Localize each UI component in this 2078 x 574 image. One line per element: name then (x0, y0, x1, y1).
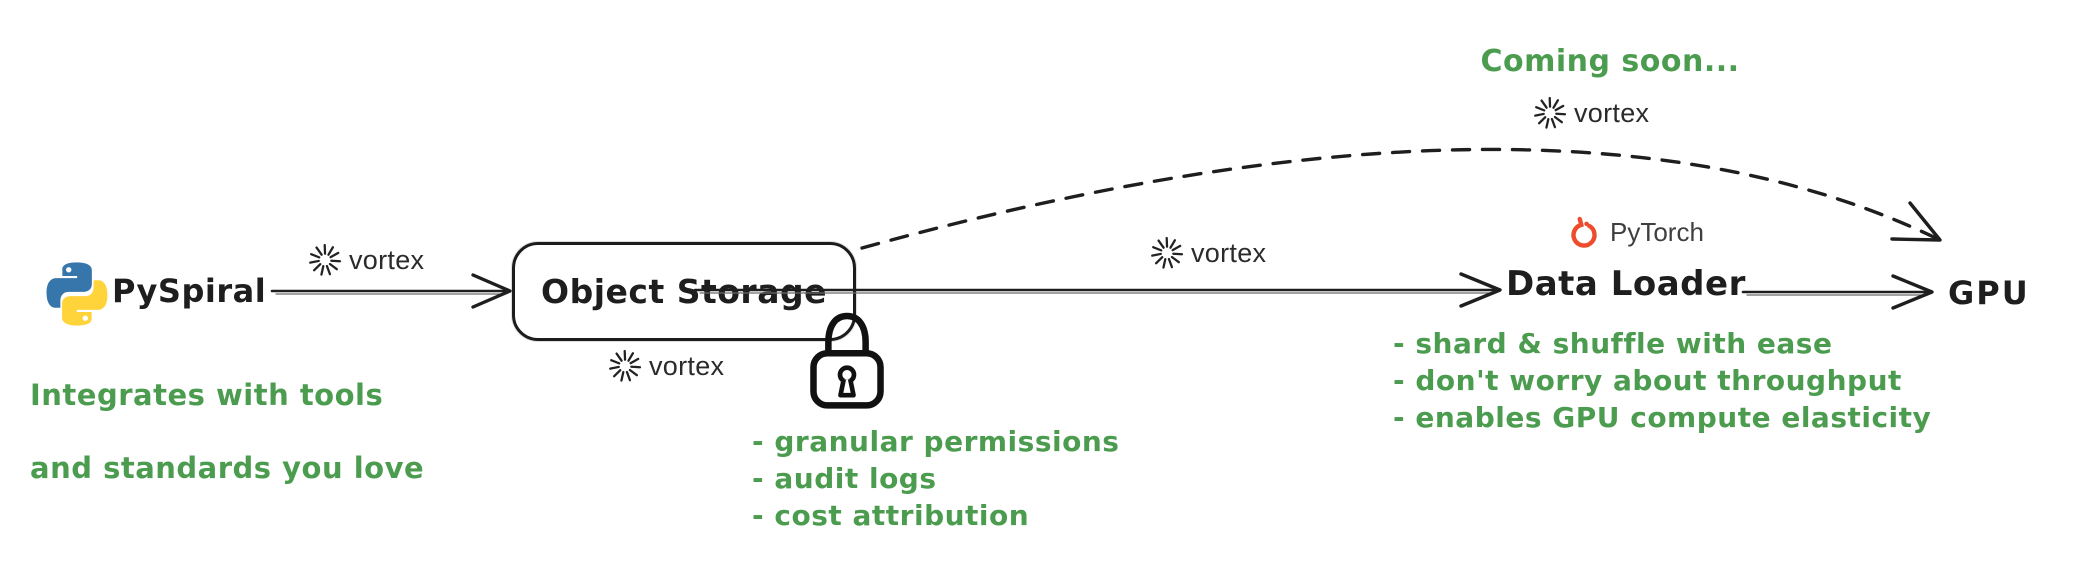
python-icon (46, 262, 108, 326)
storage-feature-list: - granular permissions - audit logs - co… (752, 423, 1119, 535)
pytorch-wordmark: PyTorch (1610, 216, 1704, 247)
storage-feature-2: - audit logs (752, 462, 937, 496)
arrow-dataloader-to-gpu (1741, 274, 1934, 310)
arrow-coming-soon-dashed (860, 147, 1942, 250)
object-storage-label: Object Storage (541, 272, 827, 311)
pyspiral-caption-line1: Integrates with tools (30, 378, 384, 413)
pytorch-brand: PyTorch (1564, 212, 1704, 252)
loader-feature-1: - shard & shuffle with ease (1393, 327, 1833, 360)
vortex-brand-arrow1: vortex (308, 243, 424, 277)
storage-feature-1: - granular permissions (752, 425, 1120, 458)
pyspiral-caption: Integrates with tools and standards you … (30, 341, 424, 522)
pyspiral-label: PySpiral (112, 272, 267, 310)
vortex-wordmark: vortex (1191, 237, 1267, 268)
data-loader-label: Data Loader (1506, 264, 1746, 304)
coming-soon-label: Coming soon... (1480, 44, 1740, 79)
pyspiral-caption-line2: and standards you love (30, 450, 425, 485)
vortex-wordmark: vortex (1574, 97, 1650, 128)
arrow-storage-to-dataloader (693, 272, 1502, 308)
padlock-icon (810, 312, 884, 409)
loader-feature-2: - don't worry about throughput (1393, 364, 1902, 398)
vortex-brand-storage: vortex (608, 349, 724, 383)
vortex-brand-coming-soon: vortex (1533, 96, 1649, 130)
loader-feature-3: - enables GPU compute elasticity (1393, 401, 1932, 435)
object-storage-box: Object Storage (512, 242, 856, 341)
arrow-pyspiral-to-storage (270, 273, 512, 309)
gpu-label: GPU (1948, 274, 2030, 312)
vortex-brand-arrow2: vortex (1150, 236, 1266, 270)
pytorch-flame-icon (1571, 216, 1597, 248)
loader-feature-list: - shard & shuffle with ease - don't worr… (1393, 325, 1931, 437)
storage-feature-3: - cost attribution (752, 499, 1030, 533)
vortex-wordmark: vortex (349, 244, 425, 275)
vortex-wordmark: vortex (649, 350, 725, 381)
